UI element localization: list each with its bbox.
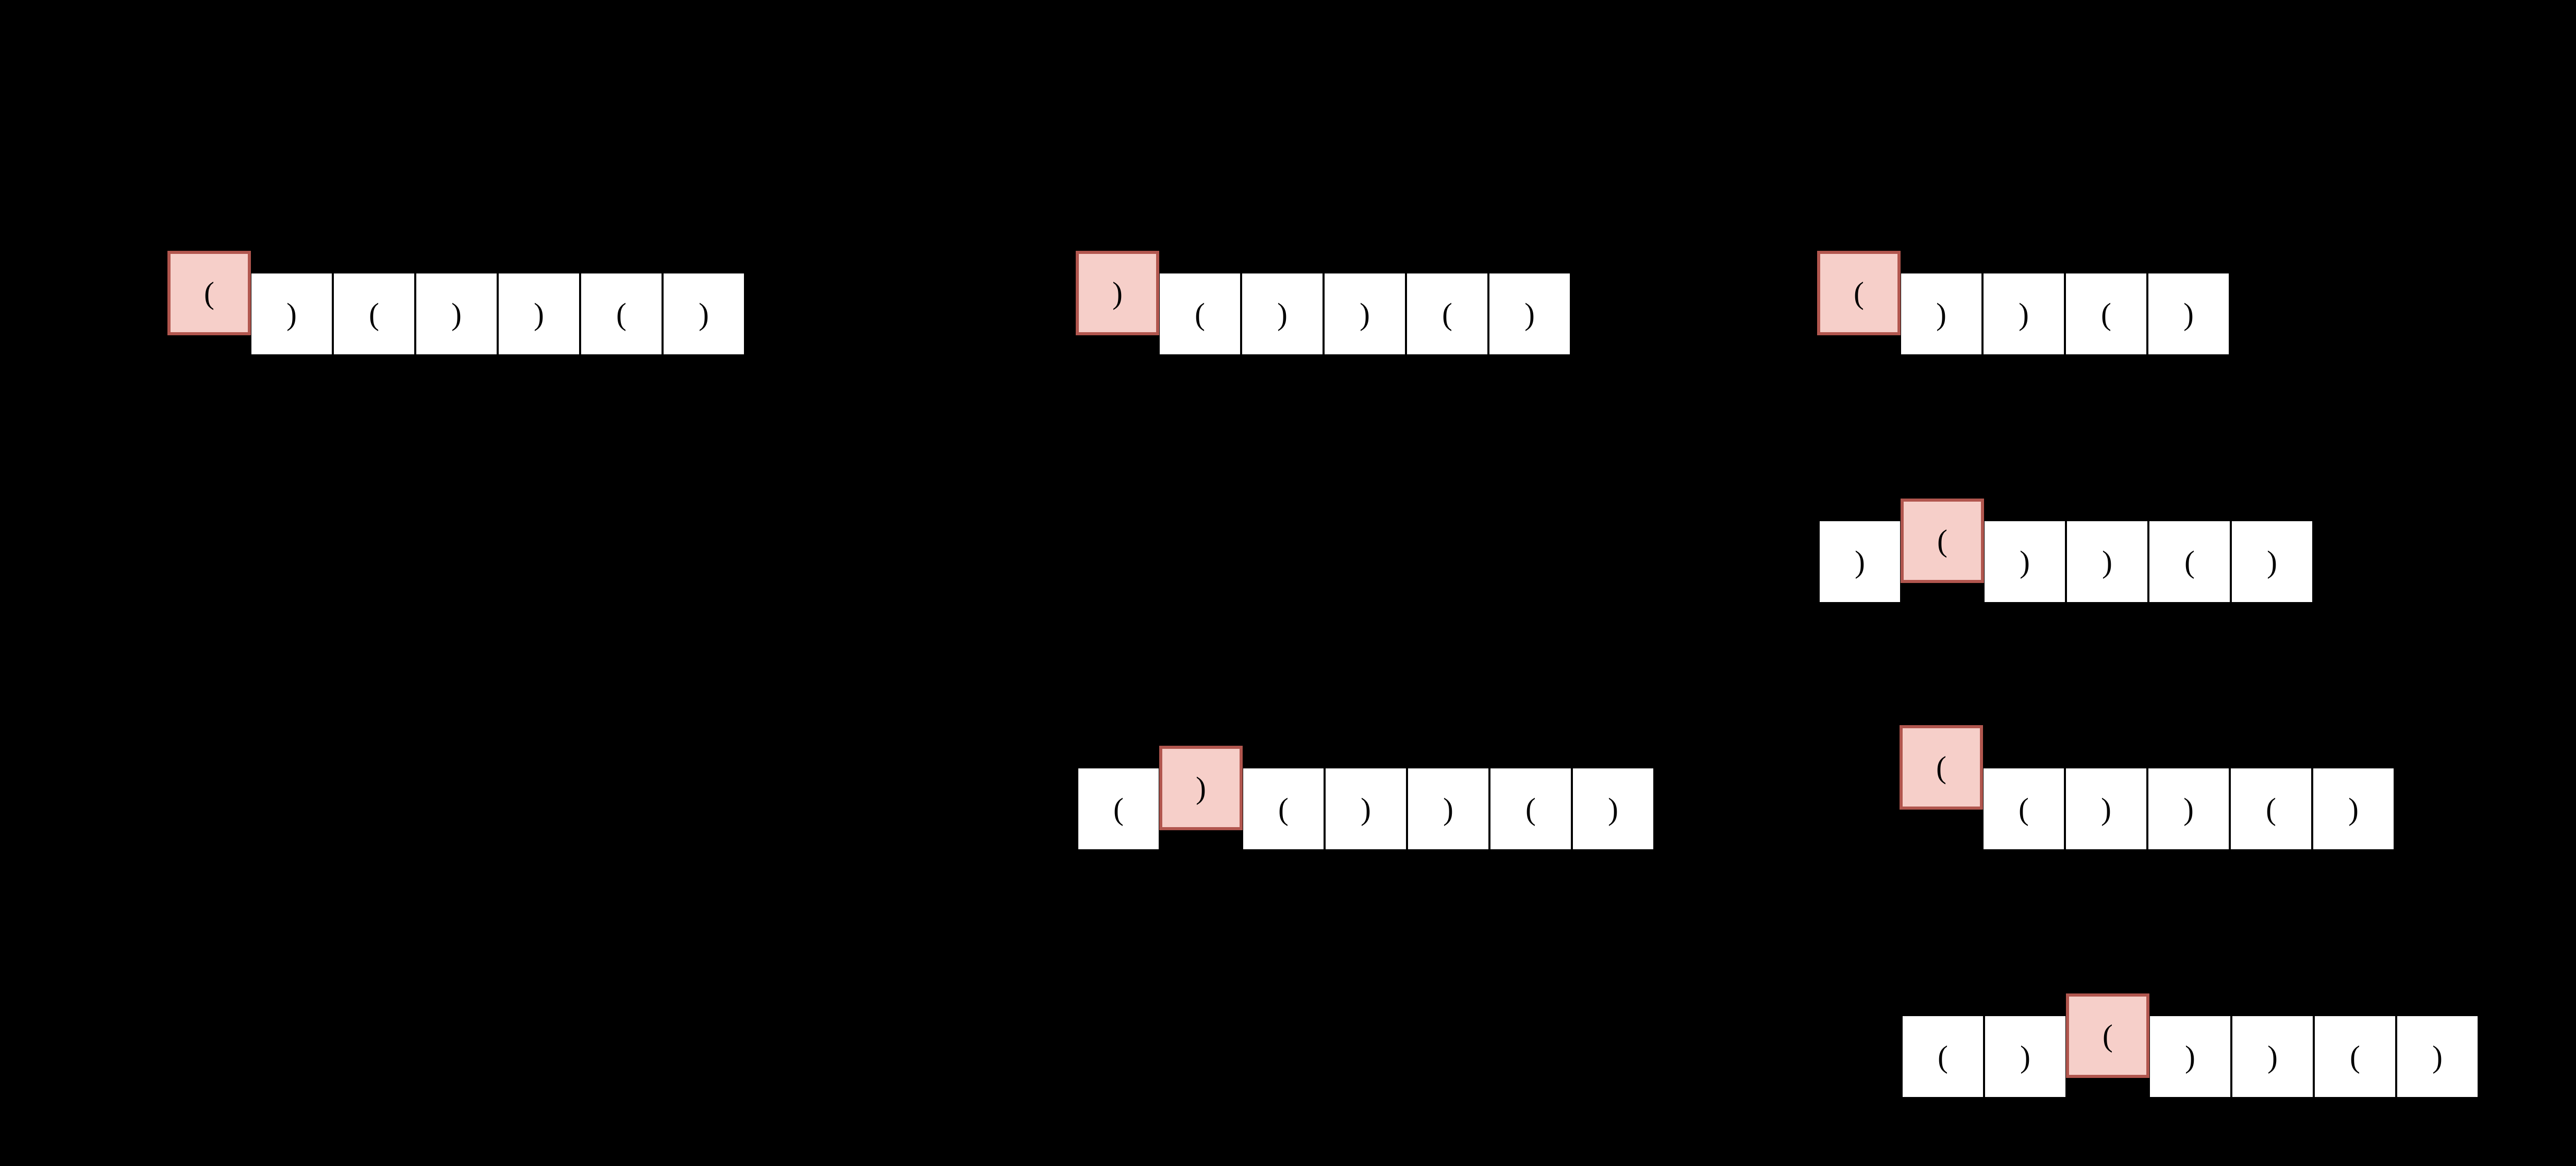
paren-cell: ( [1078,768,1159,849]
paren-cell: ) [1985,1016,2065,1097]
paren-cell: ) [2232,1016,2313,1097]
paren-cell: ) [499,273,579,354]
paren-cell-highlighted: ( [167,251,251,335]
paren-cell: ) [664,273,744,354]
paren-cell: ( [2066,273,2146,354]
paren-cell: ( [1160,273,1240,354]
paren-cell: ( [581,273,662,354]
paren-sequence-group-7: ()())() [1903,993,2478,1101]
paren-cell-highlighted: ) [1159,746,1243,830]
paren-sequence-group-5: ()())() [1078,746,1653,853]
paren-cell: ) [1901,273,1981,354]
paren-cell: ( [1490,768,1571,849]
paren-cell-highlighted: ( [1900,725,1983,810]
paren-cell: ) [2232,521,2312,602]
paren-sequence-group-2: )())() [1076,251,1570,358]
paren-cell: ) [2148,768,2229,849]
paren-cell: ) [1573,768,1653,849]
paren-cell: ( [2315,1016,2395,1097]
paren-cell: ) [1820,521,1900,602]
paren-cell: ) [2313,768,2394,849]
paren-cell: ) [2150,1016,2230,1097]
paren-cell: ( [334,273,414,354]
paren-cell-highlighted: ) [1076,251,1159,335]
paren-cell-highlighted: ( [2066,993,2149,1078]
paren-sequence-group-1: ()())() [167,251,744,358]
paren-cell: ) [1326,768,1406,849]
paren-cell: ) [2148,273,2229,354]
paren-cell-highlighted: ( [1901,499,1984,583]
paren-cell: ) [1489,273,1570,354]
paren-cell: ( [1407,273,1487,354]
paren-cell: ) [1242,273,1323,354]
paren-cell: ) [416,273,497,354]
paren-cell: ( [2231,768,2311,849]
paren-cell: ) [2397,1016,2478,1097]
paren-sequence-group-4: )())() [1820,499,2312,606]
paren-cell: ( [2149,521,2230,602]
paren-cell: ) [1408,768,1488,849]
paren-cell: ) [1985,521,2065,602]
paren-cell: ( [1984,768,2064,849]
paren-cell-highlighted: ( [1817,251,1901,335]
paren-cell: ) [251,273,332,354]
paren-cell: ) [2066,768,2146,849]
paren-cell: ) [1325,273,1405,354]
paren-sequence-group-3: ())() [1817,251,2229,358]
paren-cell: ( [1903,1016,1983,1097]
paren-sequence-group-6: (())() [1900,725,2394,853]
paren-cell: ( [1243,768,1324,849]
paren-cell: ) [2067,521,2147,602]
paren-cell: ) [1984,273,2064,354]
